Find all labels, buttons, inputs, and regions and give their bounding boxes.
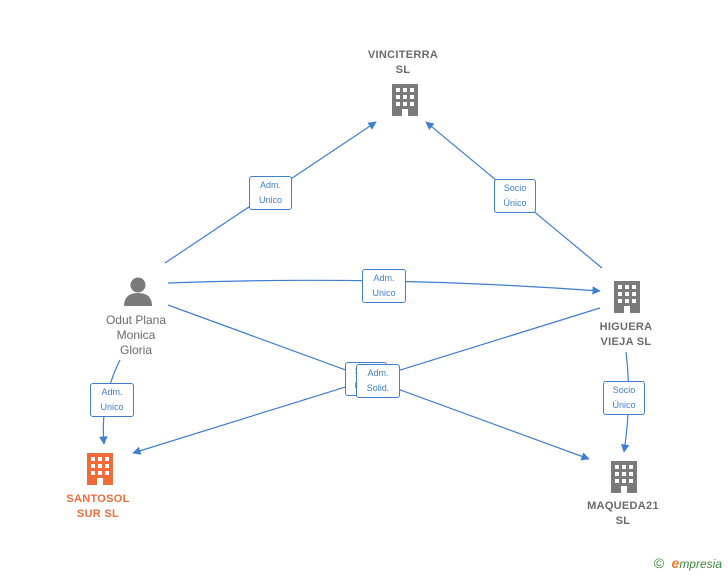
edge-label-person-higuera: Adm. Unico xyxy=(362,269,406,303)
copyright-icon: © xyxy=(653,555,665,571)
edge-label-person-vinciterra: Adm. Unico xyxy=(249,176,292,210)
edge-label-person-santosol: Adm. Unico xyxy=(90,383,134,417)
building-icon xyxy=(611,461,637,493)
building-icon xyxy=(392,84,418,116)
building-icon xyxy=(87,453,113,485)
edge-label-person-maqueda: Adm. Solid. xyxy=(356,364,400,398)
building-icon xyxy=(614,281,640,313)
brand-logo-initial: e xyxy=(671,555,680,571)
node-label-santosol[interactable]: SANTOSOL SUR SL xyxy=(66,493,130,520)
footer-brand: © empresia xyxy=(654,555,722,571)
node-label-higuera[interactable]: HIGUERA VIEJA SL xyxy=(599,321,653,348)
edge-label-higuera-vinciterra: Socio Único xyxy=(494,179,536,213)
node-label-maqueda[interactable]: MAQUEDA21 SL xyxy=(587,500,659,527)
node-label-vinciterra[interactable]: VINCITERRA SL xyxy=(367,49,439,76)
node-label-person[interactable]: Odut Plana Monica Gloria xyxy=(105,313,167,357)
person-icon xyxy=(124,277,152,306)
brand-logo-text: mpresia xyxy=(679,557,722,571)
edge-label-higuera-maqueda: Socio Único xyxy=(603,381,645,415)
